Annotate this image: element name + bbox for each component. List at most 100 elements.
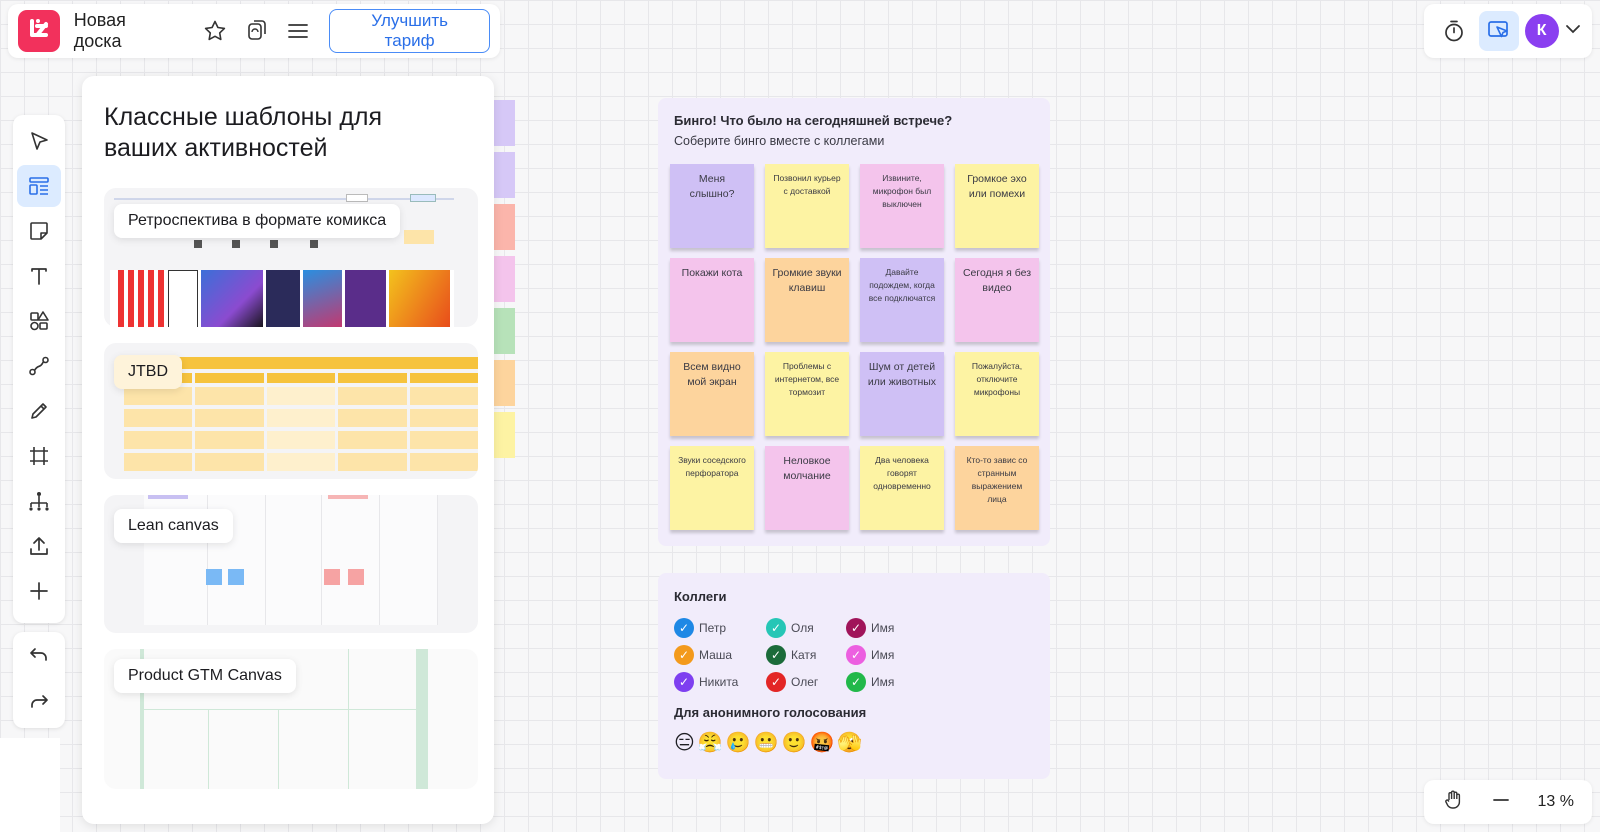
sticky-note-icon[interactable] (17, 210, 61, 252)
top-right-bar: К (1424, 4, 1592, 58)
menu-icon[interactable] (282, 14, 316, 48)
colleague-name: Имя (871, 674, 895, 689)
colleague-item[interactable]: ✓ Имя (846, 668, 926, 695)
bingo-title: Бинго! Что было на сегодняшней встрече? (674, 113, 953, 128)
emoji-row: 😑 😤 🥲 😬 🙂 🤬 🫣 (674, 730, 1034, 755)
colleague-name: Маша (699, 647, 733, 662)
checkmark-icon: ✓ (846, 617, 866, 638)
text-icon[interactable] (17, 255, 61, 297)
emoji-sticker[interactable]: 😑 (674, 732, 695, 754)
template-preview (114, 194, 462, 254)
star-icon[interactable] (198, 14, 232, 48)
colleague-name: Никита (699, 674, 739, 689)
frame-icon[interactable] (17, 435, 61, 477)
checkmark-icon: ✓ (674, 671, 694, 692)
colleague-name: Имя (871, 620, 895, 635)
template-card-lean-canvas[interactable]: Lean canvas (104, 495, 478, 633)
sticky-note[interactable]: Громкие звуки клавиш (765, 258, 849, 342)
user-avatar[interactable]: К (1524, 14, 1559, 48)
shapes-icon[interactable] (17, 300, 61, 342)
panel-title: Классные шаблоны для ваших активностей (104, 103, 383, 162)
history-toolbar (13, 632, 65, 728)
pen-icon[interactable] (17, 390, 61, 432)
jtbd-preview (124, 357, 478, 471)
bingo-grid: Меня слышно? Позвонил курьер с доставкой… (670, 164, 1039, 530)
sticky-note[interactable]: Давайте подождем, когда все подключатся (860, 258, 944, 342)
checkmark-icon: ✓ (674, 617, 694, 638)
emoji-sticker[interactable]: 🤬 (809, 732, 835, 754)
colleague-item[interactable]: ✓Олег (766, 668, 846, 695)
upgrade-plan-button[interactable]: Улучшить тариф (329, 9, 490, 53)
timer-icon[interactable] (1434, 11, 1474, 51)
zoom-bar: 13 % (1424, 780, 1592, 824)
sticky-note[interactable]: Позвонил курьер с доставкой (765, 164, 849, 248)
canvas-blank-area (0, 738, 60, 832)
template-label: JTBD (114, 355, 182, 389)
checkmark-icon: ✓ (766, 644, 786, 665)
comic-preview-row (110, 270, 454, 327)
plus-icon[interactable] (17, 570, 61, 612)
colleague-item[interactable]: ✓ Имя (846, 614, 926, 641)
zoom-out-icon[interactable] (1491, 790, 1511, 815)
sticky-note[interactable]: Проблемы с интернетом, все тормозит (765, 352, 849, 436)
sticky-note[interactable]: Извините, микрофон был выключен (860, 164, 944, 248)
presentation-cursor-icon[interactable] (1479, 11, 1520, 51)
vote-title: Для анонимного голосования (674, 705, 867, 720)
emoji-sticker[interactable]: 😤 (697, 732, 723, 754)
bingo-subtitle: Соберите бинго вместе с коллегами (674, 134, 885, 148)
sticky-note[interactable]: Кто-то завис со странным выражением лица (955, 446, 1039, 530)
sticky-note[interactable]: Всем видно мой экран (670, 352, 754, 436)
bingo-frame[interactable]: Бинго! Что было на сегодняшней встрече? … (658, 98, 1050, 546)
zoom-level[interactable]: 13 % (1537, 793, 1574, 810)
colleague-name: Катя (791, 647, 817, 662)
chevron-down-icon[interactable] (1564, 20, 1582, 43)
emoji-sticker[interactable]: 🫣 (837, 732, 863, 754)
sticky-note[interactable]: Сегодня я без видео (955, 258, 1039, 342)
top-bar: Новая доска Улучшить тариф (8, 4, 500, 58)
colleague-item[interactable]: ✓ Катя (766, 641, 846, 668)
colleague-item[interactable]: ✓Маша (674, 641, 766, 668)
mindmap-icon[interactable] (17, 480, 61, 522)
colleague-name: Имя (871, 647, 895, 662)
colleague-item[interactable]: ✓ Имя (846, 641, 926, 668)
colleagues-list: ✓Петр ✓Оля ✓Имя ✓Маша ✓Катя ✓Имя ✓Никита… (674, 614, 1034, 695)
redo-icon[interactable] (17, 681, 61, 723)
sticky-note[interactable]: Шум от детей или животных (860, 352, 944, 436)
colleagues-title: Коллеги (674, 589, 727, 604)
emoji-sticker[interactable]: 🥲 (725, 732, 751, 754)
upload-icon[interactable] (17, 525, 61, 567)
sticky-note[interactable]: Звуки соседского перфоратора (670, 446, 754, 530)
board-title[interactable]: Новая доска (73, 10, 126, 51)
checkmark-icon: ✓ (846, 671, 866, 692)
template-card-jtbd[interactable]: JTBD (104, 343, 478, 479)
colleague-item[interactable]: ✓Петр (674, 614, 766, 641)
left-toolbar (13, 115, 65, 623)
connector-icon[interactable] (17, 345, 61, 387)
template-label: Ретроспектива в формате комикса (114, 204, 401, 238)
sticky-note[interactable]: Неловкое молчание (765, 446, 849, 530)
sticky-note[interactable]: Меня слышно? (670, 164, 754, 248)
sticky-note[interactable]: Два человека говорят одновременно (860, 446, 944, 530)
hand-icon[interactable] (1442, 789, 1464, 816)
template-card-comic-retro[interactable]: Ретроспектива в формате комикса (104, 188, 478, 327)
colleague-item[interactable]: ✓ Оля (766, 614, 846, 641)
template-label: Lean canvas (114, 509, 233, 543)
templates-icon[interactable] (17, 165, 61, 207)
share-refresh-icon[interactable] (240, 14, 274, 48)
colleagues-frame[interactable]: Коллеги ✓Петр ✓Оля ✓Имя ✓Маша ✓Катя ✓Имя… (658, 573, 1050, 779)
colleague-name: Оля (791, 620, 814, 635)
colleague-name: Олег (791, 674, 819, 689)
checkmark-icon: ✓ (846, 644, 866, 665)
emoji-sticker[interactable]: 😬 (753, 732, 779, 754)
undo-icon[interactable] (17, 634, 61, 676)
sticky-note[interactable]: Покажи кота (670, 258, 754, 342)
select-cursor-icon[interactable] (17, 120, 61, 162)
template-card-product-gtm-canvas[interactable]: Product GTM Canvas (104, 649, 478, 789)
checkmark-icon: ✓ (766, 617, 786, 638)
template-label: Product GTM Canvas (114, 659, 296, 693)
colleague-item[interactable]: ✓ Никита (674, 668, 766, 695)
emoji-sticker[interactable]: 🙂 (781, 732, 807, 754)
sticky-note[interactable]: Пожалуйста, отключите микрофоны (955, 352, 1039, 436)
logo-icon[interactable] (18, 10, 60, 52)
sticky-note[interactable]: Громкое эхо или помехи (955, 164, 1039, 248)
